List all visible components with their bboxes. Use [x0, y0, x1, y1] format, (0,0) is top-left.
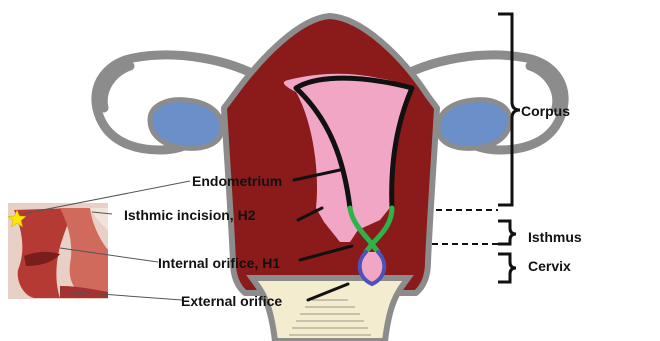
cervix-outline — [360, 252, 385, 284]
endometrium-label: Endometrium — [192, 173, 282, 189]
isthmus-label: Isthmus — [528, 229, 582, 245]
isthmus-brace — [498, 221, 516, 244]
left-ovary — [150, 100, 222, 149]
vagina — [252, 278, 408, 341]
internal-orifice-label: Internal orifice, H1 — [158, 255, 280, 271]
cervix-label: Cervix — [528, 258, 571, 274]
isthmic-incision-label: Isthmic incision, H2 — [124, 207, 256, 223]
corpus-label: Corpus — [521, 103, 570, 119]
inset-photo — [8, 203, 108, 299]
cervix-brace — [498, 254, 516, 282]
external-orifice-label: External orifice — [181, 293, 282, 309]
right-ovary — [438, 100, 510, 149]
boundary-lines — [432, 210, 498, 244]
